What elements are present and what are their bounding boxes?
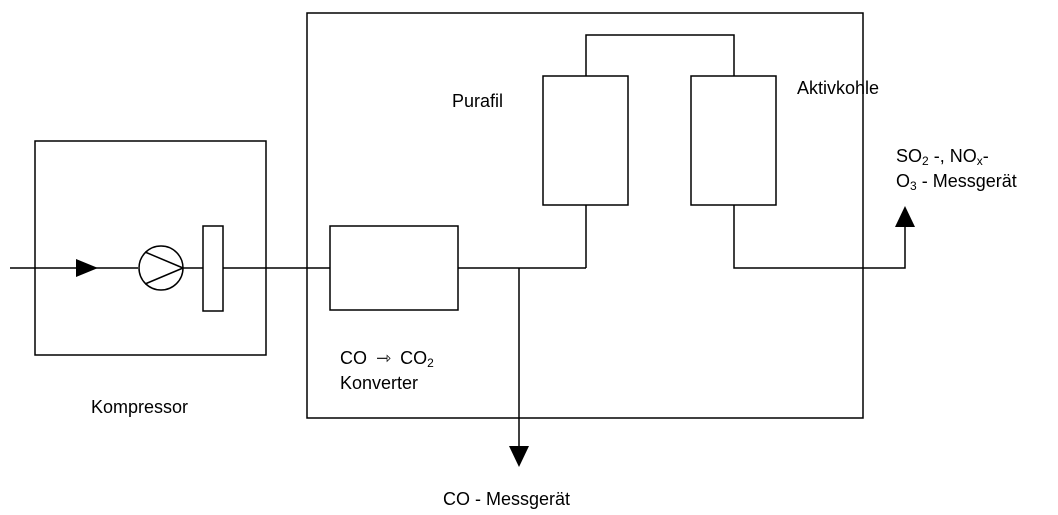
co-outlet-arrow-icon — [509, 446, 529, 467]
inlet-arrow-icon — [76, 259, 98, 277]
converter-formula: CO ⇾ CO2 — [340, 348, 434, 370]
purafil-label: Purafil — [452, 91, 503, 111]
compressor-box — [34, 140, 267, 356]
out-so: SO — [896, 146, 922, 166]
outlet-label-line1: SO2 -, NOx- — [896, 146, 989, 168]
converter-to: CO — [400, 348, 427, 368]
converter-name: Konverter — [340, 373, 418, 393]
out-so-sub: 2 — [922, 154, 929, 168]
converter-box — [329, 225, 459, 311]
out-o-tail: - Messgerät — [917, 171, 1017, 191]
co-meter-label: CO - Messgerät — [443, 489, 570, 509]
out-o-sub: 3 — [910, 179, 917, 193]
kompressor-label: Kompressor — [91, 397, 188, 417]
filter-element — [202, 225, 224, 312]
converter-from: CO — [340, 348, 367, 368]
converter-arrow-icon: ⇾ — [376, 348, 391, 368]
out-o: O — [896, 171, 910, 191]
column-connection-line — [585, 34, 735, 76]
purafil-box — [542, 75, 629, 206]
converter-to-sub: 2 — [427, 356, 434, 370]
aktivkohle-label: Aktivkohle — [797, 78, 879, 98]
aktivkohle-box — [690, 75, 777, 206]
out-so-tail: -, NO — [929, 146, 977, 166]
outlet-line — [733, 205, 906, 269]
outlet-arrow-icon — [895, 206, 915, 227]
pump-triangle-bottom — [144, 267, 184, 285]
out-no-sub: x — [977, 154, 983, 168]
outlet-label-line2: O3 - Messgerät — [896, 171, 1017, 193]
pump-triangle-top — [144, 251, 184, 269]
main-unit-box — [306, 12, 864, 419]
out-no-tail: - — [983, 146, 989, 166]
